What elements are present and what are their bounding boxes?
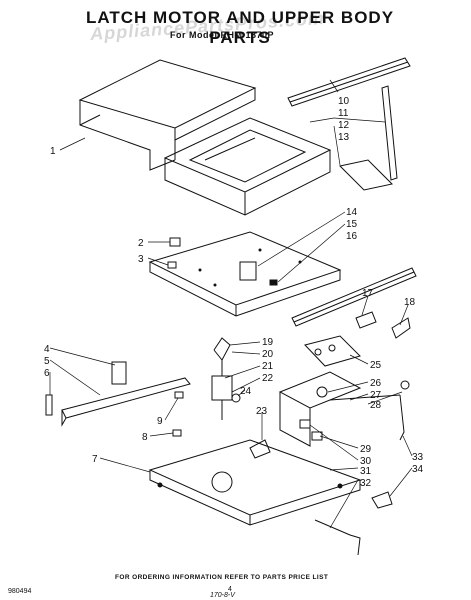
callout-16: 16 (346, 231, 358, 242)
part-rod (329, 394, 401, 401)
callout-34: 34 (412, 464, 424, 475)
part-vertical-strip (381, 85, 398, 181)
callout-18: 18 (404, 297, 416, 308)
callout-20: 20 (262, 349, 274, 360)
leader-lines (49, 79, 413, 529)
part-bracket-13 (338, 159, 394, 191)
callout-27: 27 (370, 390, 382, 401)
part-small-bracket (371, 491, 393, 509)
callout-5: 5 (44, 356, 50, 367)
bottom-code: 170-8-V (210, 592, 235, 599)
callout-11: 11 (338, 108, 349, 119)
part-latch-motor (211, 337, 271, 459)
part-top-cover (78, 59, 257, 171)
callout-13: 13 (338, 132, 350, 143)
callout-17: 17 (362, 288, 374, 299)
ordering-note: FOR ORDERING INFORMATION REFER TO PARTS … (115, 574, 329, 581)
callout-14: 14 (346, 207, 358, 218)
callout-7: 7 (92, 454, 98, 465)
part-9 (174, 391, 184, 399)
part-18 (391, 317, 411, 339)
part-28 (400, 380, 410, 390)
callout-24: 24 (240, 386, 252, 397)
callout-10: 10 (338, 96, 350, 107)
callout-25: 25 (370, 360, 382, 371)
part-17 (355, 311, 377, 329)
callout-29: 29 (360, 444, 372, 455)
callout-labels: 1 2 3 4 5 6 7 8 9 10 11 12 13 14 15 16 1… (44, 96, 424, 489)
part-left-bracket (45, 361, 191, 427)
part-3 (167, 261, 177, 269)
callout-3: 3 (138, 254, 144, 265)
callout-31: 31 (360, 466, 372, 477)
document-code: 980494 (8, 588, 32, 595)
part-mid-housing (278, 371, 362, 447)
page-title: LATCH MOTOR AND UPPER BODY PARTS (85, 8, 395, 47)
part-base-plate (148, 439, 362, 526)
callout-9: 9 (157, 416, 163, 427)
part-8 (172, 429, 182, 437)
callout-1: 1 (50, 146, 56, 157)
callout-23: 23 (256, 406, 268, 417)
callout-26: 26 (370, 378, 382, 389)
callout-12: 12 (338, 120, 350, 131)
part-rail-lower (291, 267, 417, 327)
callout-4: 4 (44, 344, 50, 355)
callout-33: 33 (412, 452, 424, 463)
callout-30: 30 (360, 456, 372, 467)
callout-21: 21 (262, 361, 274, 372)
callout-2: 2 (138, 238, 144, 249)
page-number: 4 (228, 586, 232, 593)
callout-8: 8 (142, 432, 148, 443)
callout-22: 22 (262, 373, 274, 384)
part-rail-upper (287, 57, 411, 107)
part-32 (314, 519, 361, 556)
callout-28: 28 (370, 400, 382, 411)
model-label: For Model RHM 1870P (170, 30, 275, 40)
callout-15: 15 (346, 219, 358, 230)
callout-6: 6 (44, 368, 50, 379)
part-inner-frame (163, 117, 332, 216)
part-latch-switch (304, 335, 361, 367)
callout-32: 32 (360, 478, 372, 489)
callout-19: 19 (262, 337, 274, 348)
part-2 (169, 237, 181, 247)
part-33 (399, 394, 405, 441)
part-upper-plate (148, 231, 342, 317)
